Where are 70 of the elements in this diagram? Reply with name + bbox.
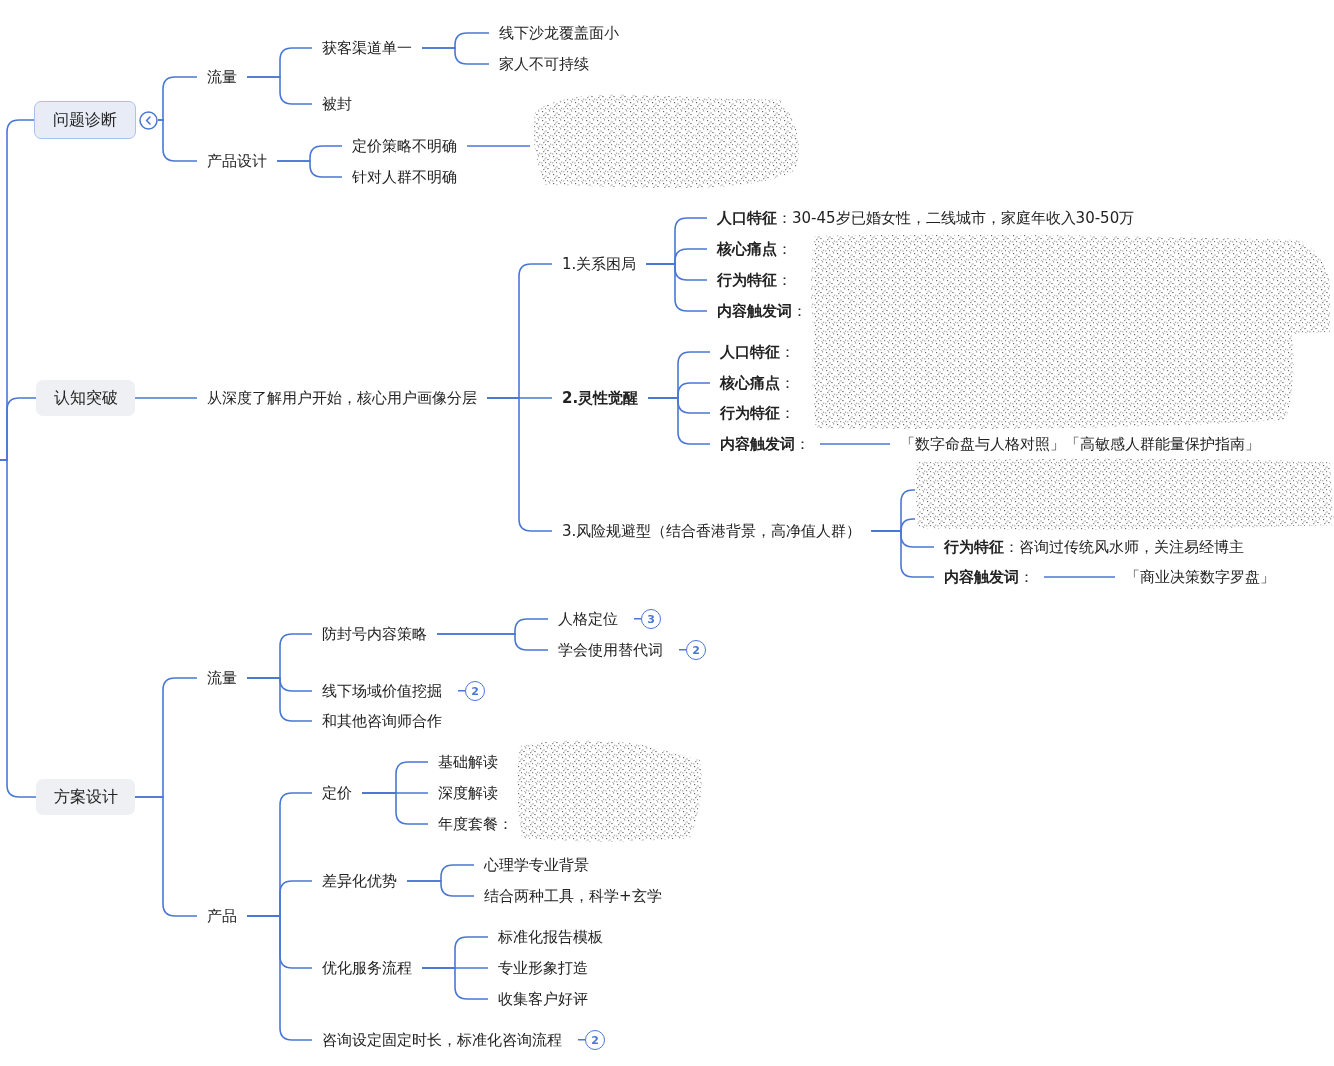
count-badge: 2 bbox=[679, 640, 706, 660]
topic-label: 标准化报告模板 bbox=[488, 926, 613, 948]
topic-label: 防封号内容策略 bbox=[312, 623, 437, 645]
topic-label: 内容触发词： bbox=[707, 300, 817, 322]
topic-label: 行为特征：咨询过传统风水师，关注易经博主 bbox=[934, 536, 1254, 558]
count-badge: 3 bbox=[634, 609, 661, 629]
topic-label: 3.风险规避型（结合香港背景，高净值人群） bbox=[552, 520, 872, 542]
topic-label: 年度套餐： bbox=[428, 813, 523, 835]
topic-label: 产品设计 bbox=[197, 150, 277, 172]
connector-line bbox=[246, 915, 313, 1041]
connector-line bbox=[421, 47, 490, 65]
connector-line bbox=[134, 796, 198, 917]
connector-line bbox=[157, 119, 198, 162]
connector-line bbox=[645, 263, 708, 312]
topic-label: 行为特征： bbox=[710, 402, 805, 424]
topic-label: 人口特征： bbox=[710, 341, 805, 363]
topic-label: 学会使用替代词 bbox=[548, 639, 673, 661]
topic-label: 心理学专业背景 bbox=[474, 854, 599, 876]
topic-label: 优化服务流程 bbox=[312, 957, 422, 979]
topic-label: 线下沙龙覆盖面小 bbox=[489, 22, 629, 44]
topic-label: 获客渠道单一 bbox=[312, 37, 422, 59]
topic-label: 针对人群不明确 bbox=[342, 166, 467, 188]
topic-label: 被封 bbox=[312, 93, 362, 115]
topic-label: 家人不可持续 bbox=[489, 53, 599, 75]
topic-label: 「商业决策数字罗盘」 bbox=[1115, 566, 1285, 588]
topic-label: 内容触发词： bbox=[934, 566, 1044, 588]
connector-line bbox=[1043, 576, 1116, 578]
topic-label: 「数字命盘与人格对照」「高敏感人群能量保护指南」 bbox=[890, 433, 1270, 455]
topic-label: 定价策略不明确 bbox=[342, 135, 467, 157]
connector-line bbox=[0, 459, 37, 798]
connector-line bbox=[246, 76, 313, 105]
topic-label: 咨询设定固定时长，标准化咨询流程 bbox=[312, 1029, 572, 1051]
topic-label: 专业形象打造 bbox=[488, 957, 598, 979]
topic-label: 收集客户好评 bbox=[488, 988, 598, 1010]
topic-box: 认知突破 bbox=[36, 380, 135, 416]
connector-line bbox=[406, 880, 475, 897]
connector-line bbox=[647, 397, 711, 445]
topic-label: 1.关系困局 bbox=[552, 253, 647, 275]
topic-label: 内容触发词： bbox=[710, 433, 820, 455]
connector-line bbox=[246, 677, 313, 722]
count-badge: 2 bbox=[578, 1030, 605, 1050]
topic-label: 流量 bbox=[197, 667, 247, 689]
topic-label: 产品 bbox=[197, 905, 247, 927]
topic-box: 方案设计 bbox=[36, 779, 135, 815]
connector-line bbox=[134, 397, 198, 399]
topic-label: 人格定位 bbox=[548, 608, 628, 630]
topic-label: 结合两种工具，科学+玄学 bbox=[474, 885, 672, 907]
connector-line bbox=[276, 160, 343, 178]
connector-line bbox=[421, 967, 489, 1000]
topic-label: 行为特征： bbox=[707, 269, 802, 291]
topic-label: 从深度了解用户开始，核心用户画像分层 bbox=[197, 387, 487, 409]
topic-label: 线下场域价值挖掘 bbox=[312, 680, 452, 702]
topic-label: 定价 bbox=[312, 782, 362, 804]
connector-line bbox=[486, 397, 553, 532]
connector-line bbox=[466, 145, 531, 147]
topic-label: 和其他咨询师合作 bbox=[312, 710, 452, 732]
topic-label: 2.灵性觉醒 bbox=[552, 387, 649, 409]
topic-label: 基础解读 bbox=[428, 751, 508, 773]
topic-box: 问题诊断 bbox=[34, 101, 136, 139]
topic-label: 核心痛点： bbox=[707, 238, 802, 260]
topic-label: 深度解读 bbox=[428, 782, 508, 804]
connector-line bbox=[436, 633, 549, 651]
connector-line bbox=[361, 792, 429, 825]
topic-label: 流量 bbox=[197, 66, 247, 88]
topic-label: 差异化优势 bbox=[312, 870, 407, 892]
connector-line bbox=[819, 443, 891, 445]
connector-line bbox=[870, 530, 935, 578]
topic-label: 核心痛点： bbox=[710, 372, 805, 394]
topic-label: 人口特征：30-45岁已婚女性，二线城市，家庭年收入30-50万 bbox=[707, 207, 1145, 229]
count-badge: 2 bbox=[458, 681, 485, 701]
